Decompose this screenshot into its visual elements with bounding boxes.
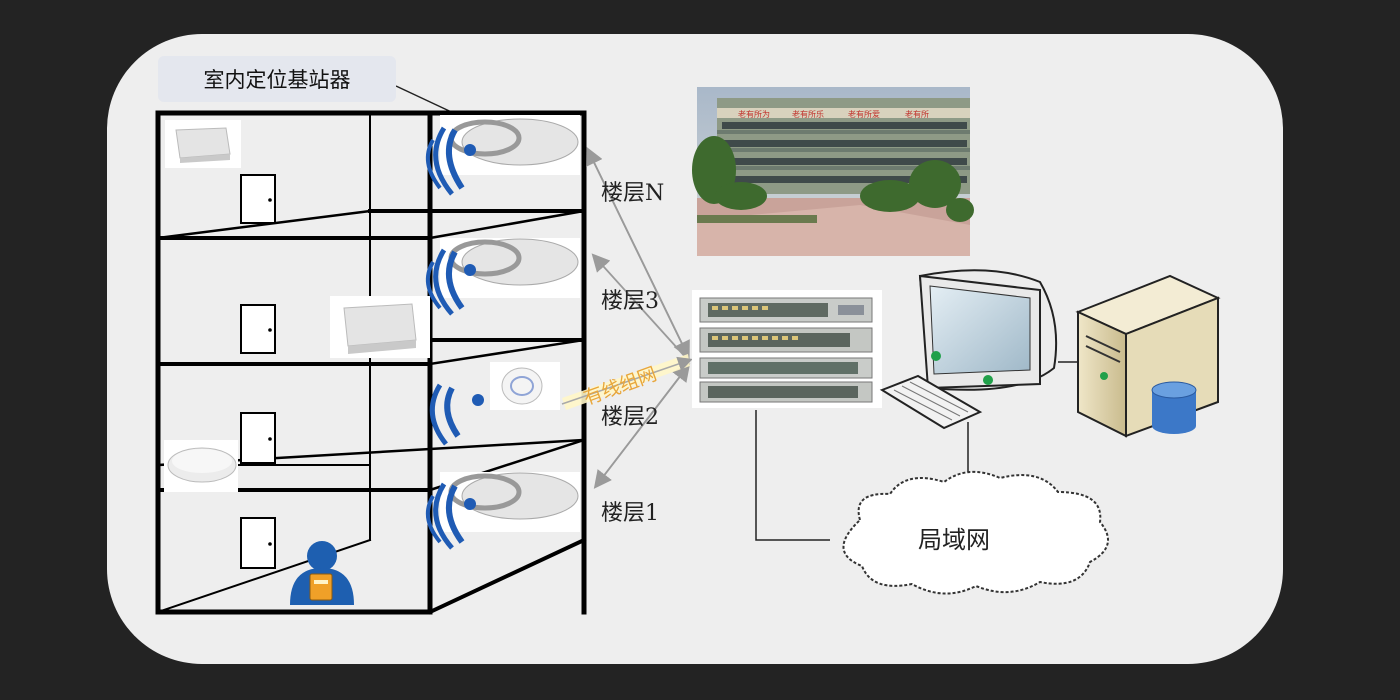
wifi-signal-icon — [444, 386, 461, 438]
lan-cloud: 局域网 — [842, 471, 1109, 595]
server-icon — [1075, 274, 1221, 438]
wifi-signal-icon — [445, 484, 465, 544]
floor-label-n: 楼层N — [601, 181, 664, 206]
access-point-icon — [425, 238, 580, 316]
switch-icon — [699, 357, 873, 379]
access-point-icon — [425, 115, 580, 196]
access-point-icon — [425, 472, 580, 550]
access-points — [425, 115, 580, 550]
floor-label-1: 楼层1 — [601, 501, 659, 526]
banner-text: 老有所爱 — [848, 109, 880, 119]
switch-icon — [699, 381, 873, 403]
wifi-signal-icon — [445, 250, 465, 310]
banner-text: 老有所 — [905, 109, 929, 119]
tag-icon — [309, 573, 333, 601]
floor-label-2: 楼层2 — [601, 405, 659, 430]
person-icon — [290, 541, 354, 605]
building-photo: 老有所为 老有所乐 老有所爱 老有所 — [692, 87, 974, 256]
network-switch-stack — [692, 290, 882, 408]
floor-label-3: 楼层3 — [601, 289, 659, 314]
banner-text: 老有所为 — [738, 109, 770, 119]
database-icon — [1151, 381, 1197, 434]
door-icon — [240, 412, 276, 464]
computer-icon — [879, 269, 1058, 430]
keyboard-icon — [879, 374, 983, 430]
square-beacon-icon — [330, 296, 430, 358]
floor-connection-arrows — [586, 146, 691, 489]
wired-network-arrow — [561, 354, 693, 410]
lan-label: 局域网 — [918, 526, 990, 554]
indoor-positioning-base-station-callout: 室内定位基站器 — [158, 56, 396, 102]
square-beacon-icon — [165, 120, 241, 168]
banner-text: 老有所乐 — [792, 109, 824, 119]
wired-network-label: 有线组网 — [581, 363, 660, 410]
wifi-signal-icon — [445, 128, 465, 190]
wall-ap-icon — [429, 362, 560, 446]
round-sensor-icon — [164, 440, 238, 492]
doors — [240, 174, 276, 569]
